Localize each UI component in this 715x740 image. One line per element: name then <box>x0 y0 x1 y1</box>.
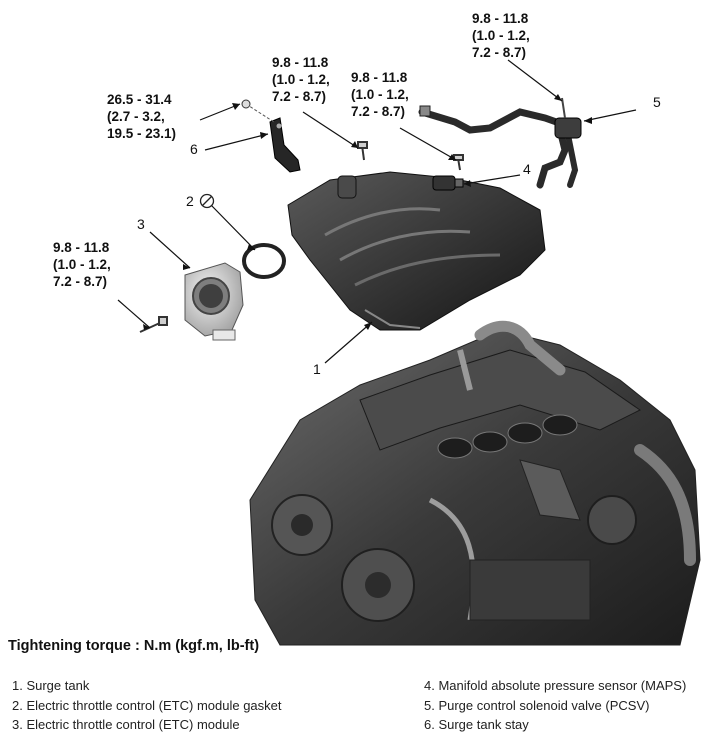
torque-label-maps-bolt: 9.8 - 11.8 (1.0 - 1.2, 7.2 - 8.7) <box>351 70 409 119</box>
callout-4: 4 <box>523 161 531 177</box>
surge-tank-part <box>287 171 546 331</box>
etc-module-part <box>184 262 244 341</box>
engine-block <box>249 320 701 646</box>
maps-sensor-part <box>432 175 464 191</box>
surge-tank-stay-part <box>241 99 301 173</box>
legend-item-1: 1. Surge tank <box>12 678 90 693</box>
torque-label-stay-bolt: 26.5 - 31.4 (2.7 - 3.2, 19.5 - 23.1) <box>107 92 177 141</box>
legend-item-3: 3. Electric throttle control (ETC) modul… <box>12 717 240 732</box>
callout-1: 1 <box>313 361 321 377</box>
callout-3: 3 <box>137 216 145 232</box>
torque-label-pcsv-bolt: 9.8 - 11.8 (1.0 - 1.2, 7.2 - 8.7) <box>472 11 530 60</box>
legend-item-2: 2. Electric throttle control (ETC) modul… <box>12 697 282 713</box>
pcsv-part <box>418 97 582 189</box>
legend-item-4: 4. Manifold absolute pressure sensor (MA… <box>424 678 687 693</box>
legend-left: 1. Surge tank 2. Electric throttle contr… <box>12 676 282 735</box>
callout-2: 2 <box>186 193 194 209</box>
torque-heading: Tightening torque : N.m (kgf.m, lb-ft) <box>8 638 260 654</box>
torque-label-surge-bolt: 9.8 - 11.8 (1.0 - 1.2, 7.2 - 8.7) <box>272 55 330 104</box>
leader-arrowheads <box>143 94 592 330</box>
etc-gasket-part <box>242 243 286 279</box>
legend-right: 4. Manifold absolute pressure sensor (MA… <box>424 676 686 735</box>
callout-6: 6 <box>190 141 198 157</box>
callout-5: 5 <box>653 94 661 110</box>
torque-label-etc-bolt: 9.8 - 11.8 (1.0 - 1.2, 7.2 - 8.7) <box>53 240 111 289</box>
leader-lines <box>117 59 637 364</box>
legend-item-6: 6. Surge tank stay <box>424 717 529 732</box>
legend-item-5: 5. Purge control solenoid valve (PCSV) <box>424 697 650 713</box>
no-reuse-icon <box>199 193 215 209</box>
